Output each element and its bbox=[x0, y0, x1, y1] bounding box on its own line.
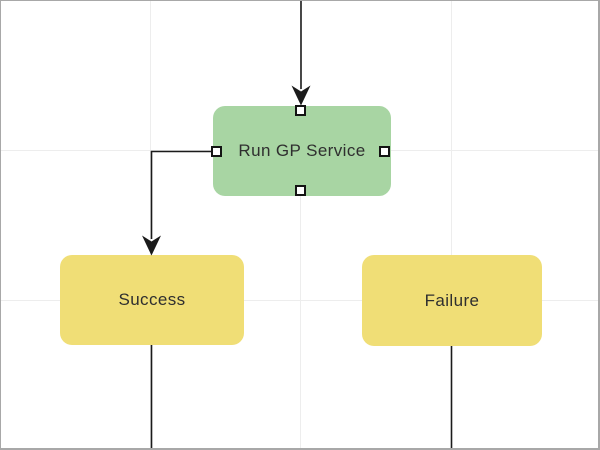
connection-handle-right[interactable] bbox=[379, 146, 390, 157]
node-success[interactable]: Success bbox=[60, 255, 244, 345]
node-failure[interactable]: Failure bbox=[362, 255, 542, 346]
node-run-gp-service[interactable]: Run GP Service bbox=[213, 106, 391, 196]
gridline-vertical bbox=[150, 1, 151, 448]
edge-top-into-run-gp-service[interactable] bbox=[291, 1, 311, 106]
connection-handle-left[interactable] bbox=[211, 146, 222, 157]
node-label: Run GP Service bbox=[238, 141, 366, 160]
gridline-vertical bbox=[451, 1, 452, 448]
node-label: Success bbox=[118, 290, 186, 309]
connection-handle-top[interactable] bbox=[295, 105, 306, 116]
edge-run-gp-service-to-success[interactable] bbox=[142, 150, 216, 256]
gridline-vertical bbox=[300, 1, 301, 448]
arrowhead-icon bbox=[291, 85, 311, 106]
arrowhead-icon bbox=[142, 235, 161, 256]
gridline-horizontal bbox=[1, 300, 598, 301]
node-label: Failure bbox=[424, 290, 480, 310]
connection-handle-bottom[interactable] bbox=[295, 185, 306, 196]
